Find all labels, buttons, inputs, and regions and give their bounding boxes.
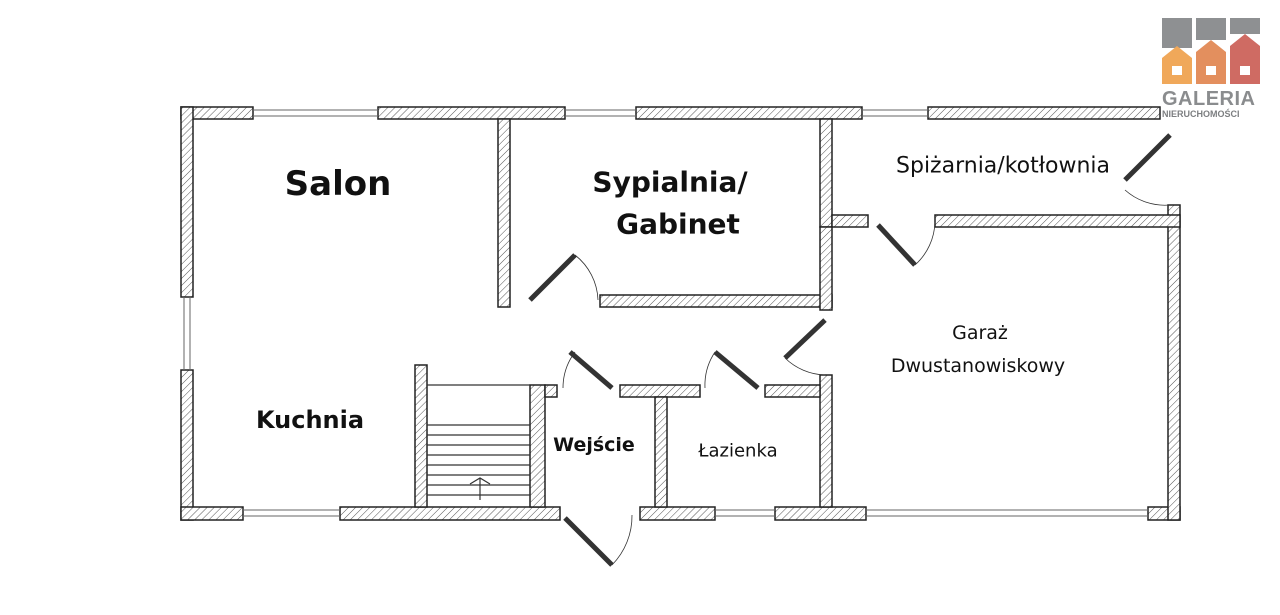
walls (180, 106, 1181, 521)
room-label-gabinet: Gabinet (616, 207, 740, 241)
logo-name: GALERIA (1162, 88, 1256, 110)
room-label-spizarnia: Spiżarnia/kotłownia (896, 153, 1110, 179)
room-label-garaz: Garaż (952, 322, 1008, 344)
logo: GALERIA NIERUCHOMOŚCI (1160, 18, 1264, 123)
logo-houses-icon (1162, 18, 1260, 84)
windows (183, 109, 1148, 517)
room-label-wejscie: Wejście (553, 434, 635, 456)
room-label-kuchnia: Kuchnia (255, 406, 365, 434)
room-label-sypialnia: Sypialnia/ (592, 165, 748, 199)
logo-subtitle: NIERUCHOMOŚCI (1162, 109, 1240, 119)
room-label-salon: Salon (284, 164, 392, 204)
room-label-dwustanowiskowy: Dwustanowiskowy (890, 355, 1066, 377)
room-label-lazienka: Łazienka (698, 440, 778, 462)
doors (528, 133, 1172, 567)
stairs (427, 384, 530, 500)
